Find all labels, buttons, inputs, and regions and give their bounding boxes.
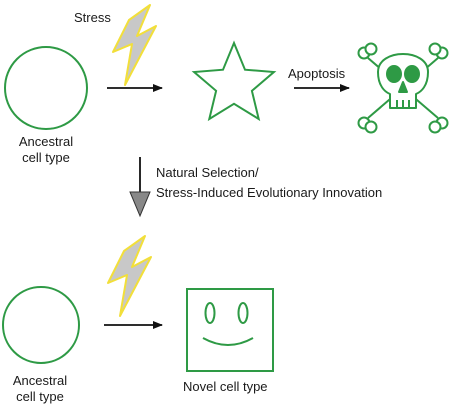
ancestral-top-line2: cell type [22, 150, 70, 165]
selection-line2: Stress-Induced Evolutionary Innovation [156, 185, 383, 200]
stressed-cell-star [191, 40, 277, 122]
novel-cell-label: Novel cell type [183, 379, 268, 394]
selection-arrow-head [129, 191, 151, 218]
skull-and-crossbones-icon [357, 42, 449, 134]
ancestral-cell-top [4, 46, 88, 130]
selection-label: Natural Selection/ Stress-Induced Evolut… [156, 163, 382, 203]
ancestral-cell-bottom [2, 286, 80, 364]
selection-line1: Natural Selection/ [156, 165, 259, 180]
ancestral-top-line1: Ancestral [18, 134, 74, 149]
ancestral-bottom-line2: cell type [16, 389, 64, 404]
ancestral-cell-bottom-label: Ancestral cell type [0, 373, 86, 405]
apoptosis-label: Apoptosis [288, 66, 346, 81]
lightning-bolt-icon [112, 4, 157, 86]
lightning-bolt-icon-bottom [107, 235, 152, 317]
ancestral-cell-top-label: Ancestral cell type [0, 134, 92, 166]
stress-label: Stress [74, 10, 111, 25]
novel-cell-smiley-icon [186, 288, 274, 372]
ancestral-bottom-line1: Ancestral [12, 373, 68, 388]
